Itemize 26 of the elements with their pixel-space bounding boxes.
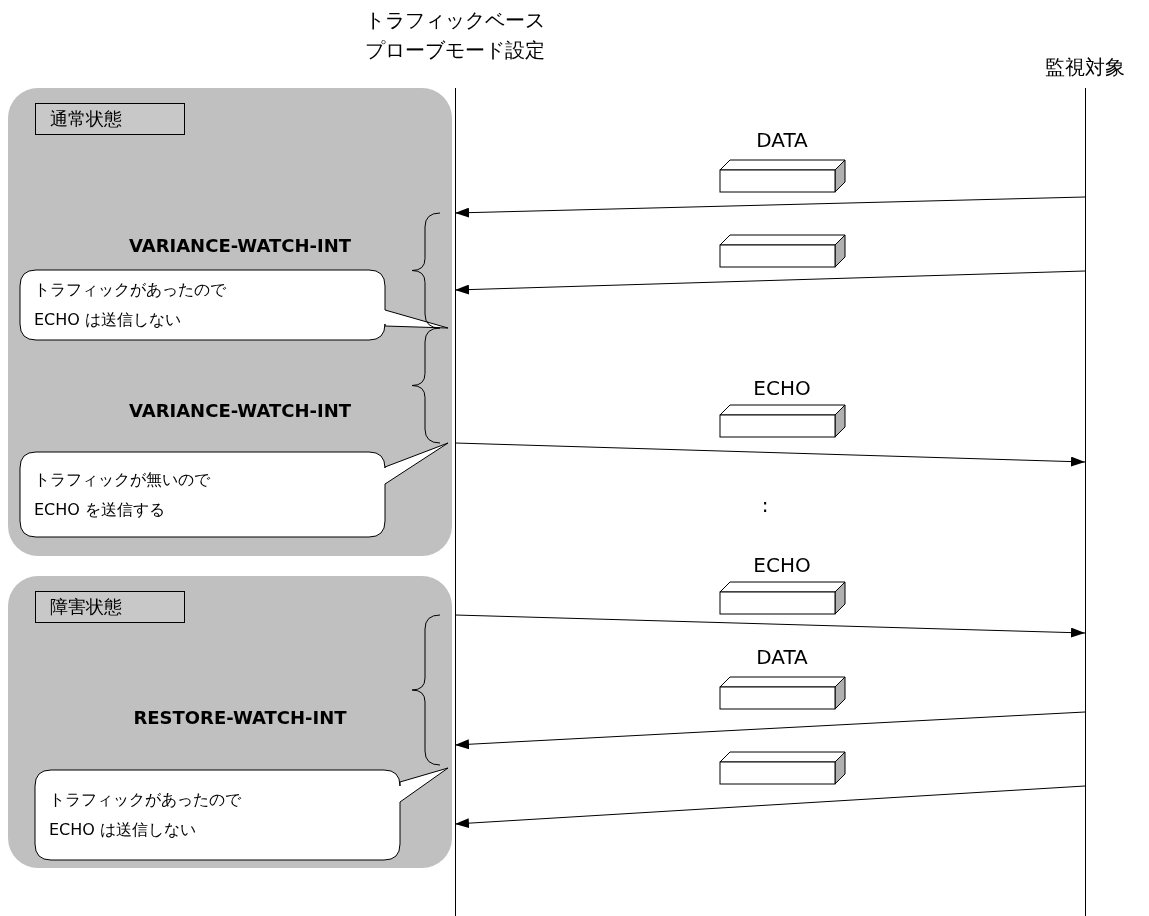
continuation-mark: :: [761, 493, 769, 517]
message-arrow: [454, 614, 1086, 638]
speech-bubble: [20, 270, 450, 342]
message-arrow: [454, 785, 1086, 829]
callout-text: トラフィックがあったのでECHO は送信しない: [49, 789, 242, 841]
message-arrow: [454, 442, 1086, 467]
message-arrow: [454, 270, 1086, 295]
message-arrow: [454, 196, 1086, 218]
edge-label: DATA: [756, 128, 808, 152]
message-arrow: [454, 711, 1086, 750]
edge-label: DATA: [756, 645, 808, 669]
panel-title: 障害状態: [35, 591, 185, 623]
state-panel: [8, 88, 452, 556]
speech-bubble: [35, 766, 450, 862]
callout-text: トラフィックが無いのでECHO を送信する: [34, 468, 211, 521]
interval-label: RESTORE-WATCH-INT: [133, 706, 347, 728]
lifeline-header: トラフィックベースプローブモード設定: [364, 7, 546, 64]
speech-bubble: [20, 443, 450, 538]
edge-label: ECHO: [753, 553, 811, 577]
interval-label: VARIANCE-WATCH-INT: [129, 399, 351, 421]
edge-label: ECHO: [753, 376, 811, 400]
state-panel: [8, 576, 452, 868]
interval-label: VARIANCE-WATCH-INT: [129, 234, 351, 256]
panel-title: 通常状態: [35, 103, 185, 135]
callout-text: トラフィックがあったのでECHO は送信しない: [34, 279, 227, 331]
lifeline-header: 監視対象: [1044, 54, 1126, 81]
